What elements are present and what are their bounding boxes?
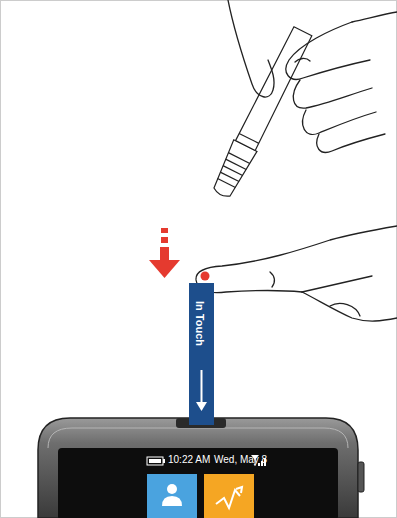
- fingernail: [295, 58, 310, 62]
- strip-brand: In Touch: [194, 301, 206, 346]
- trend-icon: [216, 490, 240, 508]
- cap-rib: [223, 166, 243, 176]
- meter-screen: [58, 448, 338, 518]
- chart-tile: [204, 474, 254, 518]
- cap-rib: [218, 179, 236, 188]
- arrow-dash: [161, 237, 168, 243]
- arrow-shaft: [160, 247, 169, 261]
- battery-level: [149, 459, 161, 463]
- pricked-hand: [196, 226, 397, 321]
- arrow-dash: [161, 228, 168, 233]
- person-body: [162, 496, 182, 506]
- status-text: 10:22 AM: [168, 454, 210, 465]
- hand-back: [352, 12, 397, 22]
- battery-tip: [163, 459, 165, 463]
- thumb-outline: [302, 292, 397, 321]
- insert-arrow: [149, 228, 180, 278]
- finger-top: [196, 226, 397, 279]
- body-ring: [239, 133, 259, 143]
- strip-arrow-head: [196, 402, 207, 411]
- side-button: [358, 462, 364, 492]
- thumbnail: [330, 303, 360, 316]
- strip-arrow-shaft: [201, 370, 203, 404]
- thumb-outline: [228, 0, 274, 97]
- battery-outline: [147, 457, 163, 465]
- cap-rib: [228, 153, 249, 164]
- index-finger: [286, 22, 370, 79]
- status-text: Wed, May 8: [214, 454, 267, 465]
- cap-rib: [220, 172, 239, 181]
- ring-finger: [303, 110, 376, 134]
- lancing-device: [209, 25, 314, 200]
- arrow-head: [149, 260, 180, 278]
- lancet-body: [236, 26, 313, 150]
- test-strip: In Touch: [189, 283, 214, 425]
- finger-fold: [302, 276, 372, 292]
- middle-finger: [293, 80, 372, 108]
- knuckle-line: [270, 272, 274, 287]
- holding-hand: [228, 0, 397, 152]
- meter-bezel: [48, 428, 348, 448]
- meter-status-bar: 10:22 AM Wed, May 8: [58, 448, 338, 472]
- blood-drop: [201, 272, 210, 281]
- little-finger: [317, 134, 385, 152]
- lancet-cap: [209, 140, 257, 201]
- trend-arrow: [236, 487, 242, 493]
- person-head: [167, 484, 177, 494]
- battery-icon: [147, 457, 165, 465]
- profile-tile: [147, 474, 197, 518]
